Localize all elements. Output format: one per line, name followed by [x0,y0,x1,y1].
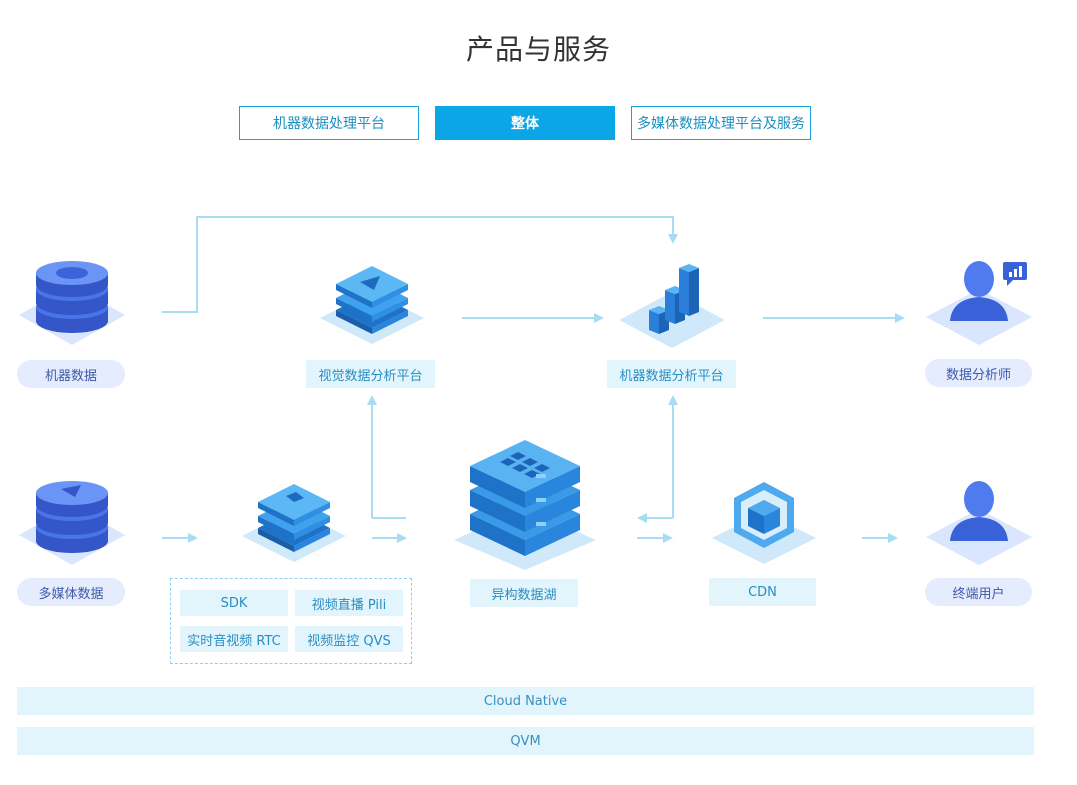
visual-analysis-platform-icon [320,266,424,344]
media-sdk-stack-icon [242,484,346,562]
data-analyst-user-icon [926,261,1032,345]
node-data-lake: 异构数据湖 [470,579,578,607]
tab-machine-data-platform[interactable]: 机器数据处理平台 [239,106,419,140]
tab-overall[interactable]: 整体 [435,106,615,140]
machine-analysis-platform-icon [619,264,725,348]
node-cdn: CDN [709,578,816,606]
media-data-database-icon [19,481,125,565]
service-qvs: 视频监控 QVS [295,626,403,652]
cdn-cube-icon [712,482,816,564]
end-user-icon [926,481,1032,565]
machine-data-database-icon [19,261,125,345]
node-media-data: 多媒体数据 [17,578,125,606]
node-data-analyst: 数据分析师 [925,359,1032,387]
node-end-user: 终端用户 [925,578,1032,606]
data-lake-server-icon [454,440,596,570]
layer-qvm: QVM [17,727,1034,755]
layer-cloud-native: Cloud Native [17,687,1034,715]
tab-media-platform[interactable]: 多媒体数据处理平台及服务 [631,106,811,140]
service-pili: 视频直播 Pili [295,590,403,616]
media-services-group [170,578,412,664]
service-rtc: 实时音视频 RTC [180,626,288,652]
node-visual-platform: 视觉数据分析平台 [306,360,435,388]
service-sdk: SDK [180,590,288,616]
node-machine-data: 机器数据 [17,360,125,388]
node-machine-platform: 机器数据分析平台 [607,360,736,388]
page-title: 产品与服务 [465,33,611,66]
